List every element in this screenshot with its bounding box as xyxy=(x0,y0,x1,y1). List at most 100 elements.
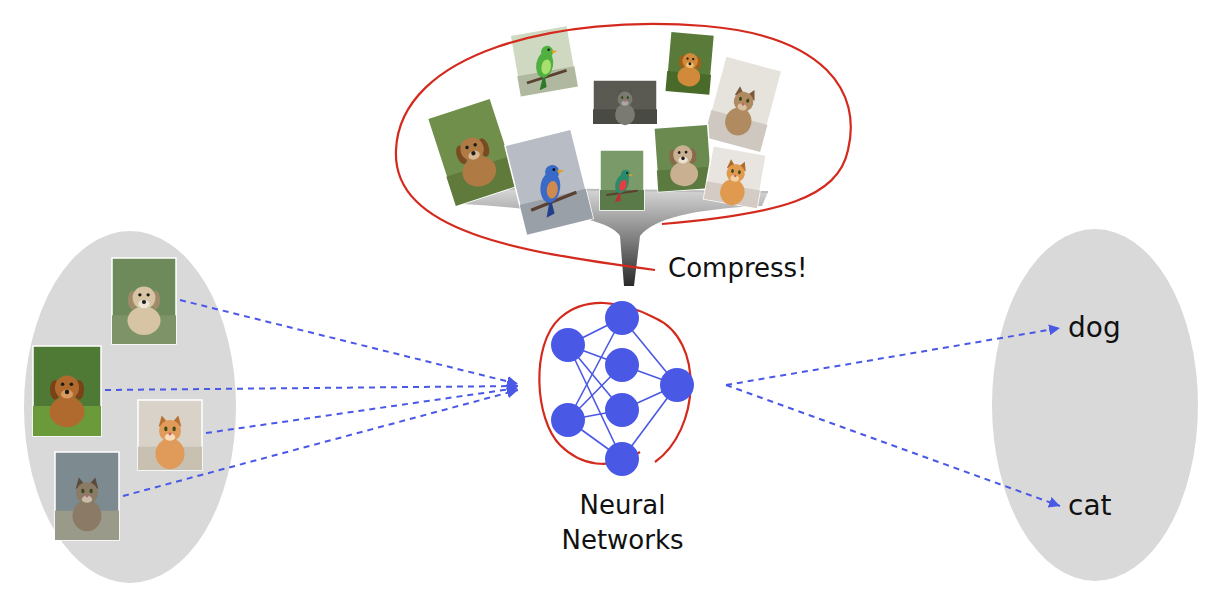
funnel-photo xyxy=(739,96,743,101)
input-photo xyxy=(61,383,65,387)
input-photo xyxy=(70,383,74,387)
funnel-photo xyxy=(552,49,558,54)
input-photo xyxy=(159,420,181,442)
input-photo xyxy=(156,438,185,469)
flow-arrow xyxy=(726,328,1060,385)
funnel-photo xyxy=(505,129,593,235)
input-photo xyxy=(127,306,160,335)
network-neuron xyxy=(605,301,639,335)
input-arrow xyxy=(180,300,518,384)
input-photo xyxy=(142,300,146,304)
input-photo xyxy=(127,287,160,336)
input-photo xyxy=(61,390,73,399)
funnel-photo xyxy=(686,57,688,59)
input-photo xyxy=(81,489,84,494)
input-photo xyxy=(138,400,202,470)
funnel-photo xyxy=(547,48,550,51)
funnel-photo xyxy=(732,90,756,114)
funnel-photo xyxy=(618,92,633,107)
funnel-photo xyxy=(600,190,644,210)
input-photo xyxy=(169,433,172,436)
network-neuron xyxy=(605,442,639,476)
funnel-photo xyxy=(618,179,629,192)
funnel-photo xyxy=(703,146,766,210)
funnel-photo xyxy=(600,150,644,210)
funnel-photo xyxy=(626,172,628,174)
funnel-photo xyxy=(510,25,578,96)
input-photo xyxy=(49,376,84,428)
funnel-photo xyxy=(621,96,623,99)
input-photo xyxy=(133,287,156,310)
flow-arrow xyxy=(726,385,1060,506)
network-neuron xyxy=(660,368,694,402)
funnel-photo xyxy=(685,151,688,154)
input-photo xyxy=(89,489,92,494)
input-arrow xyxy=(123,390,518,496)
funnel-photo xyxy=(704,146,767,209)
input-photo xyxy=(49,396,84,427)
funnel-photo xyxy=(668,144,699,187)
funnel-photo xyxy=(704,56,782,152)
class-label: dog xyxy=(1064,308,1125,348)
funnel-photo xyxy=(682,52,699,69)
input-photo xyxy=(76,482,98,504)
funnel-photo xyxy=(427,98,518,206)
output-ellipse xyxy=(992,229,1198,581)
input-photo xyxy=(172,427,175,432)
funnel-photo xyxy=(552,168,555,171)
funnel-photo xyxy=(540,59,552,75)
funnel-photo xyxy=(718,158,750,207)
class-label: cat xyxy=(1064,486,1116,526)
input-photo xyxy=(146,293,149,296)
input-photo xyxy=(156,415,185,469)
funnel-photo xyxy=(678,156,688,164)
funnel-photo xyxy=(665,31,714,95)
funnel-photo xyxy=(722,85,760,139)
funnel-photo xyxy=(557,168,564,174)
funnel-photo xyxy=(746,98,750,103)
input-photo xyxy=(55,452,119,540)
input-arrow xyxy=(206,388,518,433)
funnel-photo xyxy=(704,56,782,152)
input-ellipse xyxy=(24,231,236,583)
class-name: cat xyxy=(1064,486,1116,526)
input-photo xyxy=(112,258,176,344)
class-name: dog xyxy=(1064,308,1125,348)
funnel-photo xyxy=(627,96,629,99)
funnel-photo xyxy=(624,100,626,102)
funnel-photo xyxy=(741,103,744,106)
funnel-photo xyxy=(730,175,740,183)
funnel-photo xyxy=(606,170,637,202)
funnel-photo xyxy=(681,156,685,160)
input-photo xyxy=(55,376,79,400)
funnel-photo xyxy=(521,43,569,92)
network-neuron xyxy=(551,403,585,437)
funnel-photo xyxy=(731,169,734,173)
input-photo xyxy=(65,390,69,394)
funnel-photo xyxy=(738,170,741,174)
funnel-photo xyxy=(615,88,635,125)
input-photo xyxy=(138,400,202,470)
funnel-photo xyxy=(471,151,476,156)
input-photo xyxy=(138,300,149,308)
input-arrow xyxy=(105,386,518,390)
funnel-photo xyxy=(615,104,635,125)
funnel-photo xyxy=(665,31,714,95)
funnel-photo xyxy=(629,174,633,177)
input-photo xyxy=(33,346,101,436)
funnel-photo xyxy=(673,145,693,165)
funnel-photo xyxy=(734,174,737,177)
funnel-photo xyxy=(467,149,481,161)
network-neuron xyxy=(605,393,639,427)
funnel-photo xyxy=(677,52,703,87)
funnel-photo xyxy=(546,180,559,199)
funnel-photo xyxy=(678,151,681,154)
funnel-photo xyxy=(621,101,628,106)
network-neuron xyxy=(551,328,585,362)
highlight-scribble xyxy=(396,24,851,270)
funnel-photo xyxy=(452,133,500,191)
input-photo xyxy=(33,346,101,436)
funnel-photo xyxy=(654,124,712,192)
funnel-photo xyxy=(725,163,746,184)
